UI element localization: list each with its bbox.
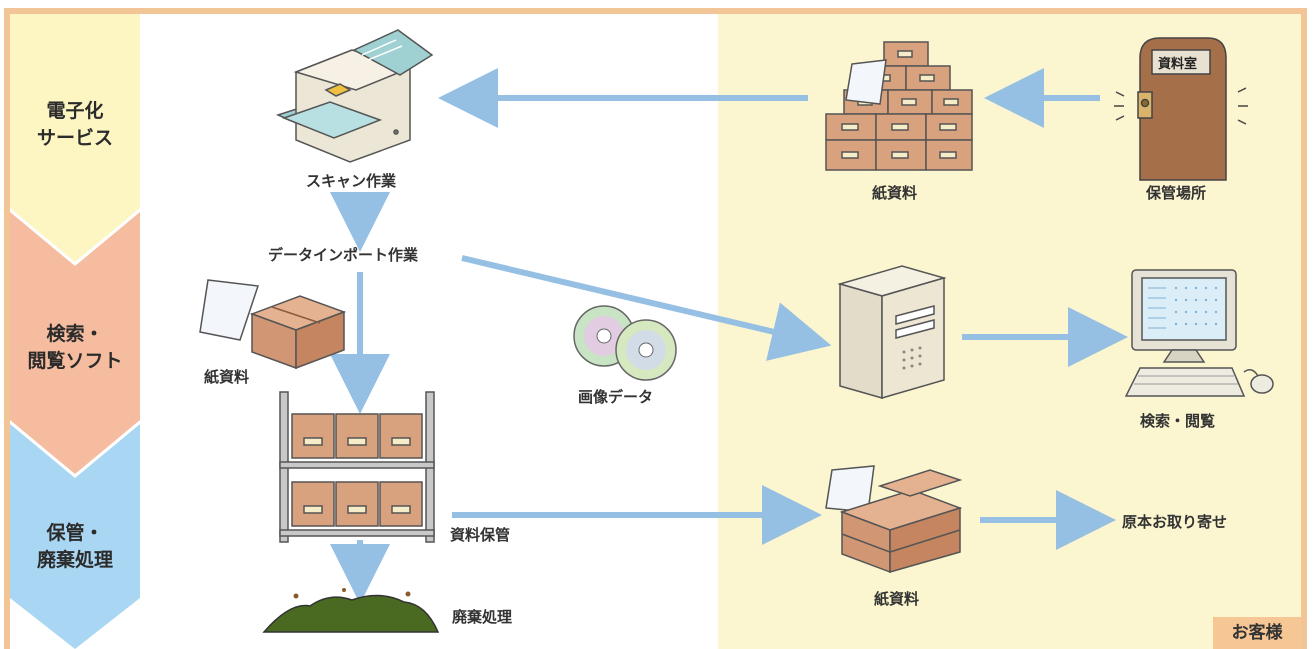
label-disposal: 廃棄処理 bbox=[452, 608, 513, 626]
chevron-storage-disposal bbox=[10, 424, 140, 649]
sidebar-chevrons bbox=[10, 14, 140, 649]
stage-label-storage-disposal: 保管・ 廃棄処理 bbox=[16, 520, 134, 574]
computer-monitor-icon bbox=[1124, 269, 1274, 397]
cd-image-data-icon bbox=[573, 305, 677, 381]
paper-stack-top-icon bbox=[825, 41, 973, 171]
arrow-import-to-server bbox=[461, 255, 832, 361]
label-paper-top: 紙資料 bbox=[872, 184, 918, 202]
label-scan: スキャン作業 bbox=[306, 172, 397, 190]
label-storage: 資料保管 bbox=[450, 526, 511, 544]
chevron-digitization bbox=[10, 14, 140, 262]
stage-label-digitization: 電子化 サービス bbox=[16, 98, 134, 152]
paper-box-bottom-icon bbox=[825, 465, 963, 574]
flow-arrows bbox=[330, 68, 1128, 604]
stage-label-search-software: 検索・ 閲覧ソフト bbox=[16, 321, 134, 375]
customer-label: お客様 bbox=[1213, 617, 1301, 649]
stage-search-line1: 検索・ bbox=[46, 323, 104, 345]
stage-digitization-line2: サービス bbox=[36, 127, 113, 149]
label-search-view: 検索・閲覧 bbox=[1140, 412, 1216, 430]
scanner-icon bbox=[275, 29, 434, 163]
storage-shelf-icon bbox=[279, 391, 435, 543]
label-paper-left: 紙資料 bbox=[204, 368, 250, 386]
label-retrieve-original: 原本お取り寄せ bbox=[1122, 513, 1228, 531]
storage-room-door-icon bbox=[1114, 37, 1248, 181]
stage-search-line2: 閲覧ソフト bbox=[27, 350, 123, 372]
label-storage-place: 保管場所 bbox=[1146, 184, 1207, 202]
stage-digitization-line1: 電子化 bbox=[46, 100, 104, 122]
disposal-mound-icon bbox=[262, 588, 440, 633]
label-paper-bottom: 紙資料 bbox=[874, 590, 920, 608]
chevron-search-software bbox=[10, 212, 140, 474]
label-image-data: 画像データ bbox=[578, 388, 654, 406]
label-data-import: データインポート作業 bbox=[268, 246, 419, 264]
stage-storage-line1: 保管・ bbox=[46, 522, 104, 544]
stage-storage-line2: 廃棄処理 bbox=[36, 549, 113, 571]
paper-box-left-icon bbox=[199, 279, 347, 370]
door-sign: 資料室 bbox=[1158, 57, 1198, 72]
server-tower-icon bbox=[837, 265, 947, 399]
